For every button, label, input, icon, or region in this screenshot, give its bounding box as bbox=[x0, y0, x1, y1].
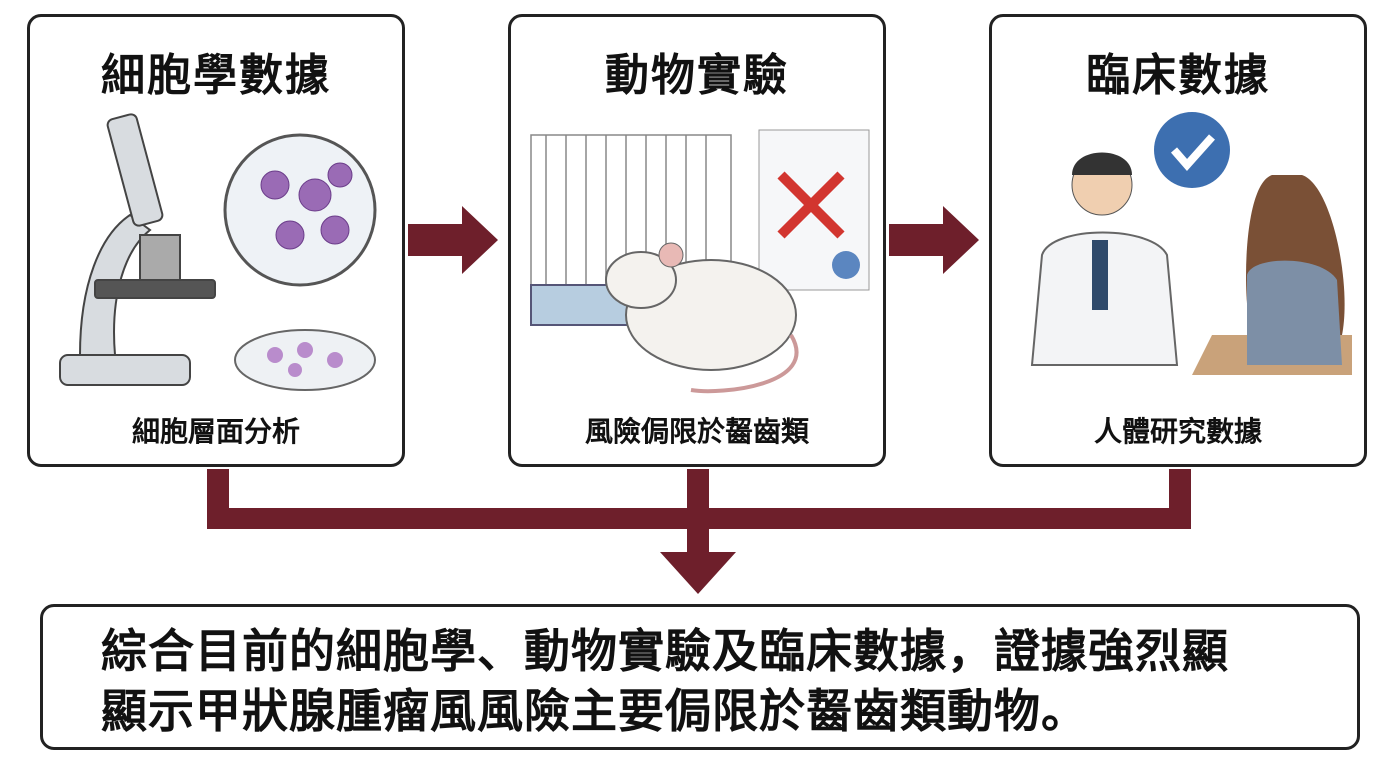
panel-title: 臨床數據 bbox=[1086, 50, 1270, 101]
conclusion-box: 綜合目前的細胞學、動物實驗及臨床數據，證據強烈顯 顯示甲狀腺腫瘤風風險主要侷限於… bbox=[40, 604, 1360, 750]
connector-right bbox=[1169, 469, 1191, 529]
arrow-right-1 bbox=[408, 206, 498, 274]
panel-animal-study: 動物實驗 風險侷限於齧齒類 bbox=[508, 14, 886, 467]
arrow-right-2 bbox=[889, 206, 979, 274]
panel-clinical: 臨床數據 人體研究數據 bbox=[989, 14, 1367, 467]
panel-title: 細胞學數據 bbox=[101, 50, 331, 101]
connector-mid bbox=[687, 469, 709, 529]
rat-cage-icon bbox=[530, 129, 870, 394]
connector-horizontal bbox=[207, 508, 1191, 529]
panel-caption: 人體研究數據 bbox=[1093, 415, 1262, 448]
conclusion-line-1: 綜合目前的細胞學、動物實驗及臨床數據，證據強烈顯 bbox=[101, 624, 1229, 678]
panel-caption: 風險侷限於齧齒類 bbox=[584, 415, 809, 448]
connector-left bbox=[207, 469, 229, 529]
panel-cytology: 細胞學數據 細胞層面分析 bbox=[27, 14, 405, 467]
panel-caption: 細胞層面分析 bbox=[131, 415, 300, 448]
arrow-down bbox=[660, 529, 736, 594]
doctor-patient-icon bbox=[1030, 112, 1352, 375]
microscope-icon bbox=[59, 113, 377, 391]
panel-title: 動物實驗 bbox=[605, 50, 789, 101]
conclusion-line-2: 顯示甲狀腺腫瘤風風險主要侷限於齧齒類動物。 bbox=[101, 684, 1088, 738]
